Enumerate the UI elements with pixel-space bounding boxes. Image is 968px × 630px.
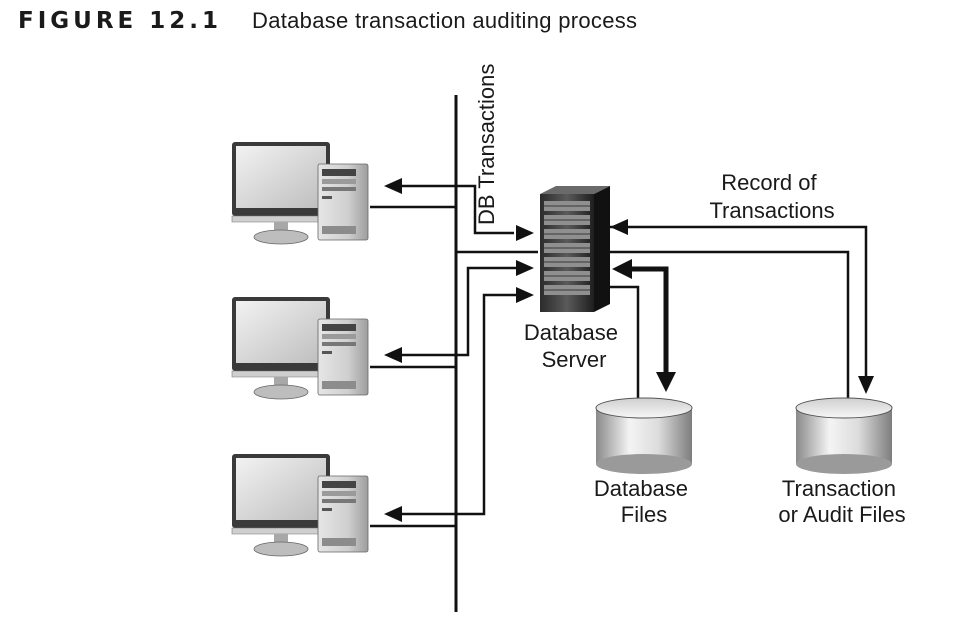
client-workstation-1 [231,141,369,245]
arrow-to-server-2 [516,260,534,276]
label-transaction-files: Transaction or Audit Files [778,476,905,527]
label-database-server: Database Server [524,320,624,372]
connection-lines [370,184,868,528]
transaction-files-cylinder [795,397,893,475]
figure-title: Database transaction auditing process [252,8,638,33]
arrow-to-client-1 [384,178,402,194]
arrow-files-to-server [612,259,632,279]
figure-number: FIGURE 12.1 [18,8,223,34]
arrow-to-server-3 [516,287,534,303]
arrow-to-database-files [656,372,676,392]
arrowheads [384,178,874,522]
label-database-files: Database Files [594,476,694,527]
database-files-cylinder [595,397,693,475]
client-workstation-3 [231,453,369,557]
arrow-record-to-server [610,219,628,235]
arrow-to-server-1 [516,225,534,241]
figure-header: FIGURE 12.1 Database transaction auditin… [18,8,637,42]
client-workstation-2 [231,296,369,400]
label-record-of-transactions: Record of Transactions [709,170,834,223]
label-db-transactions: DB Transactions [474,64,499,225]
database-server-icon [540,186,610,312]
database-files-thick-line [630,266,669,374]
arrow-to-audit-files [858,376,874,394]
arrow-to-client-2 [384,347,402,363]
arrow-to-client-3 [384,506,402,522]
